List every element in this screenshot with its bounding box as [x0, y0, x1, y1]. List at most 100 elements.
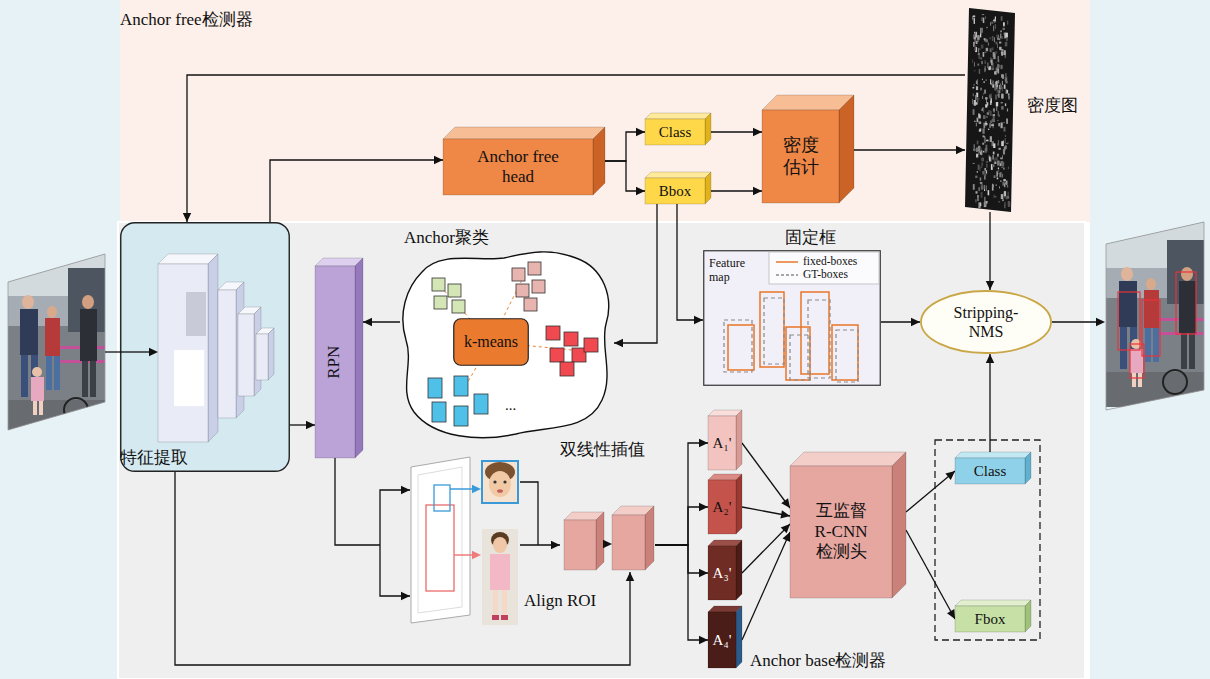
density-speck	[976, 32, 977, 38]
feature-map-panel-art	[704, 251, 881, 386]
roi-illustration-art	[411, 457, 518, 625]
density-speck	[992, 125, 994, 126]
output-tag: Class	[645, 113, 711, 145]
density-speck	[984, 38, 985, 40]
density-speck	[977, 141, 979, 145]
density-speck	[981, 150, 983, 155]
legend-label: GT-boxes	[803, 268, 848, 282]
density-speck	[979, 69, 981, 74]
connector	[742, 443, 790, 508]
density-speck	[989, 66, 992, 69]
backbone-region-art	[120, 223, 289, 472]
face-eye	[503, 480, 506, 483]
density-speck	[979, 121, 982, 124]
node-label: 密度 估计	[781, 135, 821, 178]
density-speck	[999, 173, 1001, 178]
arrowhead	[699, 439, 708, 447]
density-speck	[986, 39, 989, 42]
output-tag: Bbox	[645, 172, 711, 204]
block-front	[708, 546, 736, 600]
density-speck	[985, 16, 986, 19]
density-speck	[1002, 87, 1003, 92]
density-speck	[977, 196, 978, 201]
density-speck	[986, 79, 987, 80]
node-label: 双线性插值	[560, 440, 645, 460]
output-tag: Class	[955, 452, 1031, 484]
detector-region: Anchor base检测器特征提取RPNAnchor聚类...k-means固…	[120, 222, 1085, 679]
output-tag-art	[955, 452, 1031, 484]
connector-line	[520, 482, 560, 545]
density-speck	[993, 53, 995, 59]
text-slot: ...	[505, 396, 535, 414]
text-slot: 双线性插值	[560, 440, 655, 460]
density-speck	[995, 157, 998, 161]
density-speck	[981, 192, 983, 198]
density-speck	[1002, 155, 1004, 159]
side-panel	[1090, 0, 1210, 679]
density-speck	[992, 47, 994, 50]
detector-region: Anchor free检测器Anchor free headClassBbox密…	[120, 0, 1090, 222]
arrowhead	[783, 532, 791, 542]
detection-box	[1118, 292, 1140, 350]
block-side	[208, 254, 218, 442]
text-slot: A₁'	[708, 416, 736, 470]
density-speck	[997, 178, 999, 180]
node-label: Fbox	[975, 610, 1006, 628]
density-speck	[976, 148, 978, 153]
roi-illustration: Align ROI	[410, 455, 520, 625]
face-skin	[489, 471, 511, 497]
density-speck	[974, 144, 975, 148]
block-front	[762, 110, 839, 203]
arrowhead	[551, 541, 560, 549]
panel-outline	[704, 251, 881, 386]
text-slot: Class	[955, 458, 1025, 484]
gt-box	[764, 298, 784, 364]
density-speck	[993, 152, 995, 155]
density-speck	[1007, 109, 1008, 112]
connector	[655, 545, 708, 644]
density-speck	[986, 48, 988, 51]
connector-line	[605, 132, 645, 161]
density-speck	[1002, 182, 1004, 186]
density-speck	[1008, 94, 1010, 96]
interp-block: 双线性插值	[560, 440, 655, 572]
input-photo	[6, 250, 106, 435]
arrowhead	[306, 421, 315, 429]
rpn-block: RPN	[315, 258, 363, 458]
density-speck	[1007, 21, 1008, 25]
density-speck	[994, 175, 996, 178]
person-leg	[493, 590, 498, 616]
density-speck	[986, 161, 987, 162]
density-speck	[985, 97, 987, 99]
density-speck	[980, 203, 981, 206]
density-speck	[989, 157, 991, 161]
density-speck	[984, 202, 987, 207]
density-speck	[1003, 168, 1004, 170]
density-speck	[981, 158, 983, 161]
density-speck	[994, 37, 996, 42]
feature-slice: A₃'	[708, 540, 742, 600]
density-speck	[993, 184, 994, 187]
density-speck	[994, 24, 996, 29]
node-label: RPN	[325, 345, 345, 378]
block-front	[708, 612, 736, 668]
text-slot: Stripping-NMS	[920, 290, 1052, 354]
density-speck	[979, 187, 980, 191]
text-slot: k-means	[453, 318, 529, 366]
block-top	[158, 254, 218, 264]
node-label: k-means	[464, 332, 518, 351]
density-speck	[990, 94, 992, 96]
feature-patch	[186, 292, 206, 336]
roi-arrow	[450, 488, 474, 490]
roi-box	[434, 485, 450, 511]
text-slot: 互监督 R-CNN 检测头	[790, 466, 892, 598]
text-slot: 特征提取	[120, 448, 290, 468]
anchor-square	[584, 338, 598, 352]
density-speck	[980, 88, 982, 91]
density-speck	[1007, 142, 1008, 143]
density-speck	[999, 114, 1000, 117]
density-speck	[978, 54, 980, 59]
interp-block-shape	[560, 440, 655, 572]
rcnn-head: 互监督 R-CNN 检测头	[790, 452, 906, 598]
